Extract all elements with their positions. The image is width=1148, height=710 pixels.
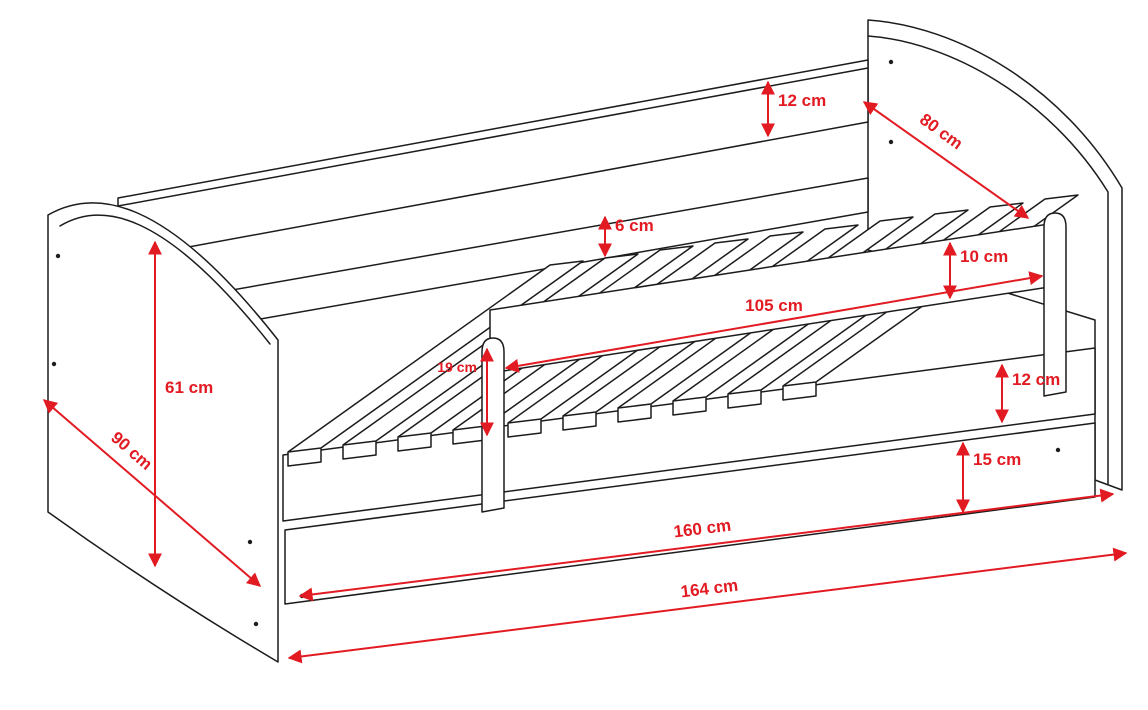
dim-side-rail-height-label: 12 cm <box>1012 370 1060 389</box>
bed-drawing <box>47 19 1123 663</box>
dimension-annotations: 12 cm 80 cm 6 cm 10 cm 105 cm 19 cm 12 c… <box>42 80 1128 664</box>
dim-guard-rail-length-label: 105 cm <box>745 296 803 315</box>
dim-drawer-front-height-label: 15 cm <box>973 450 1021 469</box>
footboard-inner-edge <box>867 35 1109 485</box>
dim-guard-above-mattress-label: 19 cm <box>437 359 477 375</box>
dim-outer-length-arrow <box>287 547 1128 664</box>
dim-slat-thickness: 6 cm <box>598 215 654 258</box>
dim-side-rail-height: 12 cm <box>995 363 1060 424</box>
dim-bed-width-arrow <box>862 101 1030 219</box>
dim-top-rail-height: 12 cm <box>761 80 826 138</box>
dim-guard-rail-length-arrow <box>504 271 1044 373</box>
dim-guard-above-mattress: 19 cm <box>437 347 494 437</box>
dim-bed-depth-arrow <box>42 399 262 587</box>
guard-rail-post-left <box>481 337 505 513</box>
dim-slat-thickness-label: 6 cm <box>615 216 654 235</box>
dim-guard-rail-length: 105 cm <box>504 271 1044 373</box>
dim-outer-length-label: 164 cm <box>680 576 740 602</box>
headboard-inner-edge <box>59 214 271 345</box>
dim-headboard-height-label: 61 cm <box>165 378 213 397</box>
dim-guard-rail-height-label: 10 cm <box>960 247 1008 266</box>
top-rail-face-line <box>117 67 869 207</box>
dim-top-rail-height-label: 12 cm <box>778 91 826 110</box>
guard-rail-post-right <box>1043 212 1067 397</box>
